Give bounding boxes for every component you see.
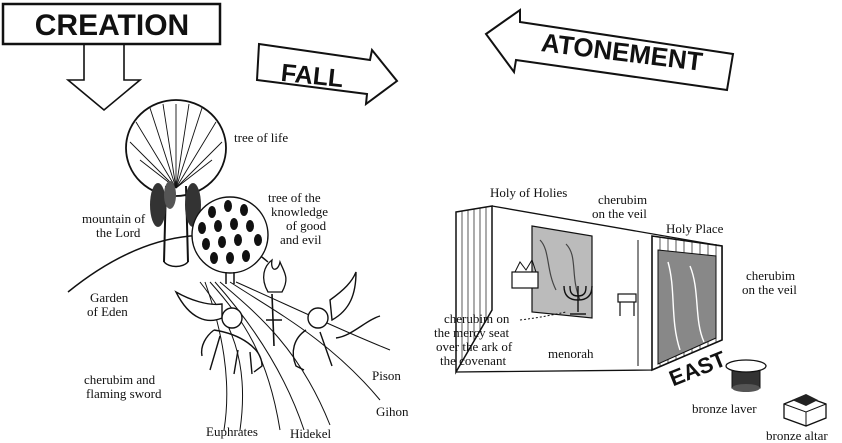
- label-tree-of-life: tree of life: [234, 130, 288, 145]
- label-bronze-laver: bronze laver: [692, 401, 757, 416]
- label-cherubim-sword-line1: cherubim and: [84, 372, 156, 387]
- label-tree-knowledge-line1: tree of the: [268, 190, 321, 205]
- table-illustration: [618, 294, 636, 316]
- atonement-arrow: ATONEMENT: [486, 10, 733, 90]
- label-cherubim-veil-top-line1: cherubim: [598, 192, 647, 207]
- label-cherubim-veil-right-line2: on the veil: [742, 282, 797, 297]
- label-mercy-seat-line2: the mercy seat: [434, 325, 509, 340]
- label-garden-line1: Garden: [90, 290, 129, 305]
- label-tree-knowledge-line2: knowledge: [271, 204, 328, 219]
- label-mountain-line2: the Lord: [96, 225, 141, 240]
- creation-heading: CREATION: [35, 9, 189, 42]
- bronze-altar-illustration: [784, 394, 826, 426]
- label-bronze-altar: bronze altar: [766, 428, 828, 443]
- label-garden-line2: of Eden: [87, 304, 128, 319]
- label-cherubim-veil-top-line2: on the veil: [592, 206, 647, 221]
- tabernacle-labels: Holy of Holies cherubim on the veil Holy…: [434, 185, 828, 443]
- label-mercy-seat-line4: the covenant: [440, 353, 506, 368]
- label-tree-knowledge-line3: of good: [286, 218, 327, 233]
- label-mercy-seat-line1: cherubim on: [444, 311, 510, 326]
- label-holy-of-holies: Holy of Holies: [490, 185, 567, 200]
- bronze-laver-illustration: [726, 360, 766, 392]
- tree-of-knowledge-illustration: [192, 197, 268, 284]
- label-menorah: menorah: [548, 346, 594, 361]
- four-rivers: [200, 282, 390, 430]
- label-cherubim-sword-line2: flaming sword: [86, 386, 162, 401]
- label-mercy-seat-line3: over the ark of: [436, 339, 513, 354]
- label-hidekel: Hidekel: [290, 426, 332, 441]
- label-euphrates: Euphrates: [206, 424, 258, 439]
- eden-labels: tree of life tree of the knowledge of go…: [82, 130, 409, 441]
- label-pison: Pison: [372, 368, 401, 383]
- label-mountain-line1: mountain of: [82, 211, 146, 226]
- fall-heading: FALL: [280, 59, 345, 93]
- label-gihon: Gihon: [376, 404, 409, 419]
- label-cherubim-veil-right-line1: cherubim: [746, 268, 795, 283]
- label-holy-place: Holy Place: [666, 221, 724, 236]
- fall-arrow: FALL: [257, 44, 397, 104]
- creation-arrow: CREATION: [3, 4, 220, 110]
- label-tree-knowledge-line4: and evil: [280, 232, 322, 247]
- cherub-left: [176, 292, 262, 374]
